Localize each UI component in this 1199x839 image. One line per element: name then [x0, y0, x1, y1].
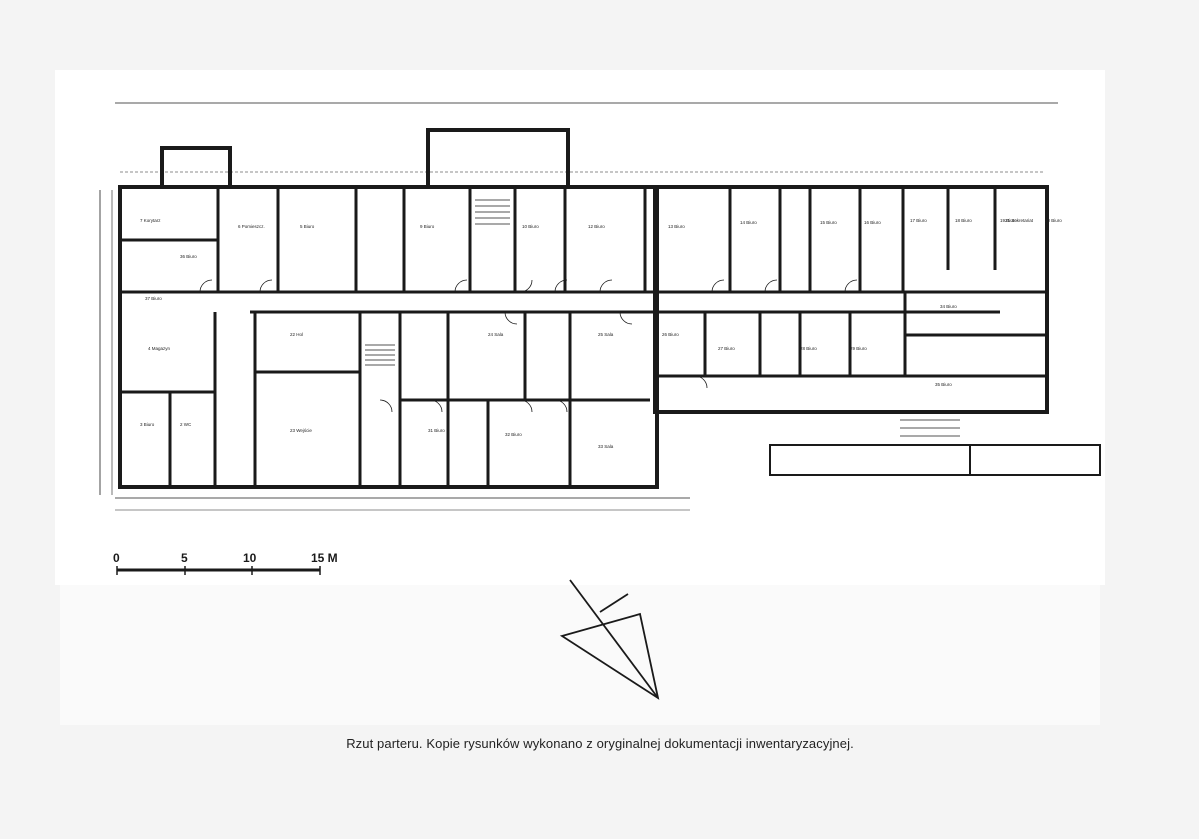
north-wing	[426, 128, 570, 187]
room-label: 37 Biuro	[145, 296, 162, 301]
south-partitions	[120, 292, 1047, 487]
scale-label-10: 10	[243, 551, 257, 565]
scale-label-5: 5	[181, 551, 188, 565]
floor-plan	[99, 102, 1101, 511]
room-label: 19 Biuro	[1000, 218, 1017, 223]
room-label: 18 Biuro	[955, 218, 972, 223]
room-label: 4 Magazyn	[148, 346, 171, 351]
room-label: 21 Sekretariat	[1005, 218, 1034, 223]
room-labels: 7 Korytarz 6 Pomieszcz. 5 Biuro 9 Biuro 10 B…	[140, 218, 1062, 449]
room-label: 9 Biuro	[420, 224, 435, 229]
scale-bar: 0 5 10 15 M	[113, 551, 338, 575]
room-label: 32 Biuro	[505, 432, 522, 437]
room-label: 25 Sala	[598, 332, 614, 337]
plan-paper-lower	[60, 585, 1100, 725]
door-swings	[199, 279, 858, 413]
room-label: 26 Biuro	[662, 332, 679, 337]
staircase	[365, 199, 960, 437]
room-label: 20 Biuro	[1045, 218, 1062, 223]
room-label: 13 Biuro	[668, 224, 685, 229]
room-label: 27 Biuro	[718, 346, 735, 351]
room-label: 7 Korytarz	[140, 218, 161, 223]
room-label: 17 Biuro	[910, 218, 927, 223]
north-arrow-icon	[559, 579, 660, 700]
room-label: 2 WC	[180, 422, 192, 427]
room-label: 33 Sala	[598, 444, 614, 449]
scale-label-15: 15 M	[311, 551, 338, 565]
room-label: 10 Biuro	[522, 224, 539, 229]
room-label: 36 Biuro	[180, 254, 197, 259]
room-label: 28 Biuro	[800, 346, 817, 351]
scale-label-0: 0	[113, 551, 120, 565]
room-label: 3 Biuro	[140, 422, 155, 427]
room-label: 15 Biuro	[820, 220, 837, 225]
northwest-wing	[160, 146, 232, 187]
room-label: 5 Biuro	[300, 224, 315, 229]
room-label: 14 Biuro	[740, 220, 757, 225]
room-label: 34 Biuro	[940, 304, 957, 309]
room-label: 35 Biuro	[935, 382, 952, 387]
plan-caption: Rzut parteru. Kopie rysunków wykonano z …	[346, 736, 854, 751]
room-label: 12 Biuro	[588, 224, 605, 229]
room-label: 6 Pomieszcz.	[238, 224, 265, 229]
room-label: 31 Biuro	[428, 428, 445, 433]
room-label: 24 Sala	[488, 332, 504, 337]
outer-wall-east	[653, 185, 1049, 414]
north-partitions	[120, 187, 997, 292]
room-label: 23 Wejście	[290, 428, 312, 433]
room-label: 29 Biuro	[850, 346, 867, 351]
room-label: 16 Biuro	[864, 220, 881, 225]
southeast-annex	[769, 444, 1101, 476]
room-label: 22 Hol	[290, 332, 303, 337]
